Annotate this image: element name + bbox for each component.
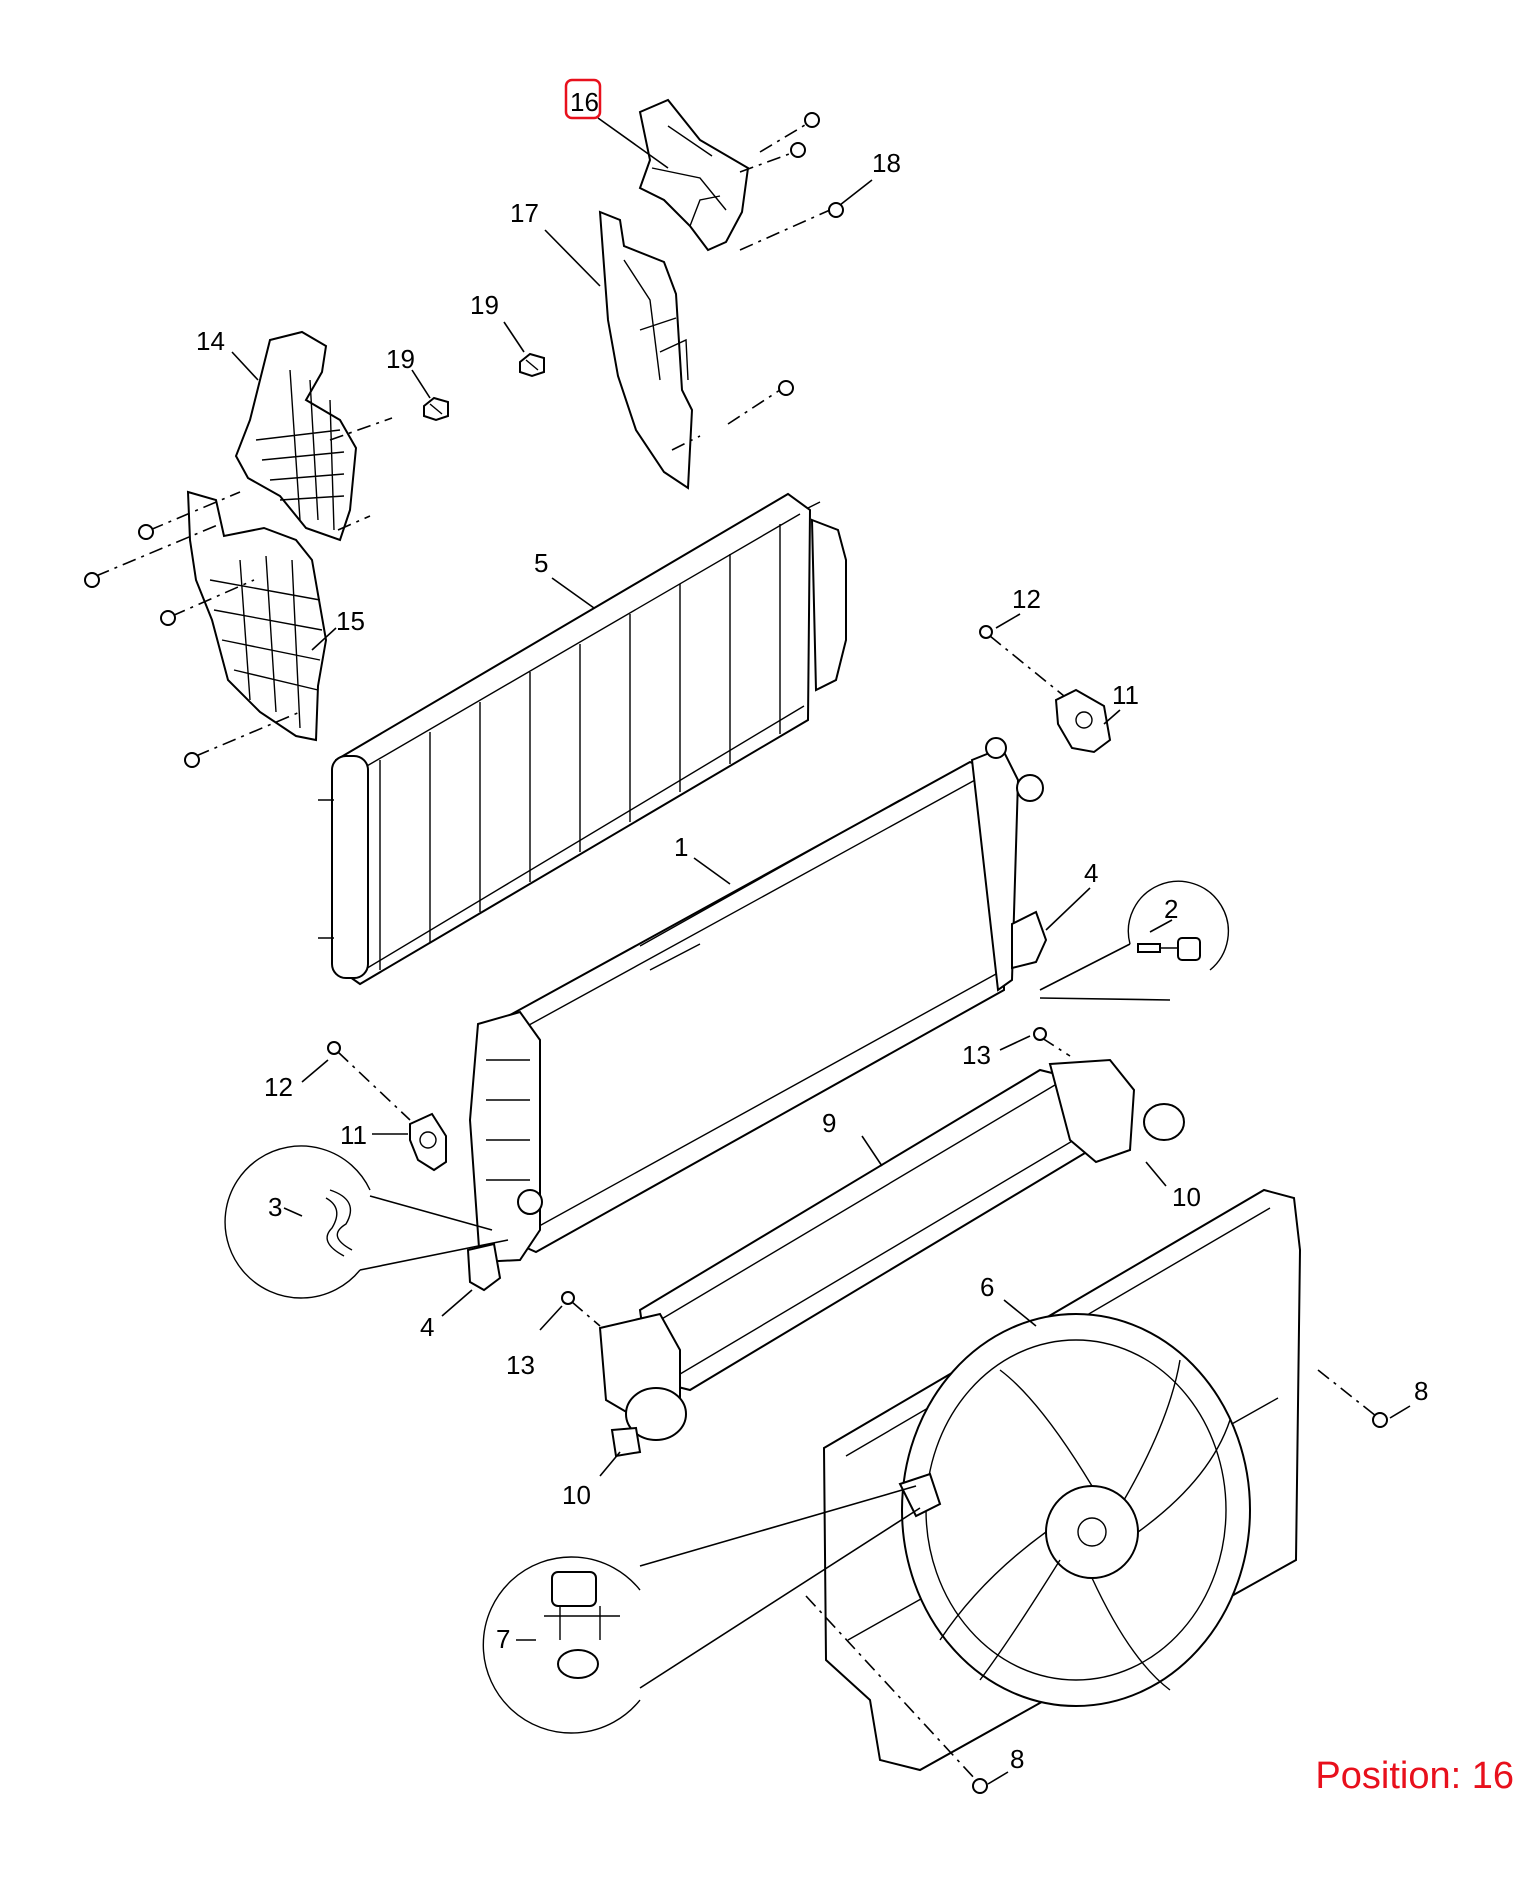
part-11-mount-lower[interactable] [409,1112,447,1172]
part-4-outlet-lower[interactable] [466,1242,502,1292]
callout-10a[interactable]: 10 [1172,1182,1201,1212]
leader-12a [995,613,1021,629]
screw-8-lower[interactable] [972,1778,988,1794]
detail-3-hose-clip[interactable] [224,1145,509,1299]
leader-8b [987,1771,1009,1785]
callout-12b[interactable]: 12 [264,1072,293,1102]
part-4-outlet-upper[interactable] [1011,910,1048,970]
fastener-12-axis-lower [337,1051,411,1121]
part-1-radiator[interactable] [468,737,1044,1264]
callout-13a[interactable]: 13 [962,1040,991,1070]
leader-13b [539,1305,563,1331]
leader-19a [503,321,525,353]
callout-7[interactable]: 7 [496,1624,510,1654]
screw-13-lower[interactable] [561,1291,575,1305]
part-16-air-guide-upper[interactable] [638,98,750,252]
screw-12-upper[interactable] [979,625,993,639]
callout-4b[interactable]: 4 [420,1312,434,1342]
leader-14 [231,351,259,381]
leader-19b [411,369,431,399]
leader-2 [1149,919,1173,933]
screw-12-lower[interactable] [327,1041,341,1055]
part-17-air-guide-lower[interactable] [598,210,694,490]
callout-18[interactable]: 18 [872,148,901,178]
callout-12a[interactable]: 12 [1012,584,1041,614]
callout-16[interactable]: 16 [570,87,599,117]
leader-8a [1389,1405,1411,1419]
callout-10b[interactable]: 10 [562,1480,591,1510]
callout-11b[interactable]: 11 [340,1120,367,1150]
fastener-13-axis-lower [571,1301,601,1327]
clip-19-lower[interactable] [423,396,449,422]
position-label: Position: 16 [1315,1755,1514,1797]
leader-4b [441,1289,473,1317]
leader-3 [283,1207,303,1217]
callout-19a[interactable]: 19 [470,290,499,320]
detail-7-fan-connector[interactable] [482,1485,921,1734]
leader-12b [301,1059,329,1083]
callout-1[interactable]: 1 [674,832,688,862]
leader-18 [839,179,873,206]
leader-10b [599,1451,621,1477]
callout-2[interactable]: 2 [1164,894,1178,924]
part-11-mount-upper[interactable] [1054,688,1112,754]
callout-13b[interactable]: 13 [506,1350,535,1380]
callout-11a[interactable]: 11 [1112,680,1139,710]
leader-10a [1145,1161,1167,1187]
callout-3[interactable]: 3 [268,1192,282,1222]
callout-14[interactable]: 14 [196,326,225,356]
callout-5[interactable]: 5 [534,548,548,578]
part-6-fan-shroud[interactable] [822,1188,1302,1772]
leader-4a [1045,887,1091,931]
part-15-air-duct-lower[interactable] [186,490,328,742]
leader-16 [597,117,669,169]
fastener-13-axis-upper [1041,1037,1071,1057]
fastener-8-axis-lower [805,1595,977,1781]
callout-4a[interactable]: 4 [1084,858,1098,888]
screw-8-upper[interactable] [1372,1412,1388,1428]
leader-5 [551,577,595,609]
fasteners-18 [671,112,844,451]
fasteners-left-ducts [84,417,393,768]
callout-8b[interactable]: 8 [1010,1744,1024,1774]
detail-2-drain-valve[interactable] [1039,880,1230,1001]
clip-19-upper[interactable] [519,352,545,378]
leader-6 [1003,1299,1037,1327]
screw-13-upper[interactable] [1033,1027,1047,1041]
callout-15[interactable]: 15 [336,606,365,636]
selected-callout-highlight [564,78,602,120]
callout-9[interactable]: 9 [822,1108,836,1138]
callout-6[interactable]: 6 [980,1272,994,1302]
callout-19b[interactable]: 19 [386,344,415,374]
leader-13a [999,1035,1031,1051]
leader-9 [861,1135,883,1167]
fastener-12-axis-upper [989,635,1065,697]
part-9-charge-air-cooler[interactable] [598,1058,1185,1458]
callout-17[interactable]: 17 [510,198,539,228]
leader-11a [1103,709,1121,725]
callout-8a[interactable]: 8 [1414,1376,1428,1406]
leader-1 [693,857,731,885]
leader-15 [311,627,337,651]
leader-17 [544,229,601,287]
fastener-8-axis-upper [1317,1369,1377,1417]
part-5-condenser[interactable] [318,492,847,986]
part-14-air-duct-upper[interactable] [234,330,358,542]
